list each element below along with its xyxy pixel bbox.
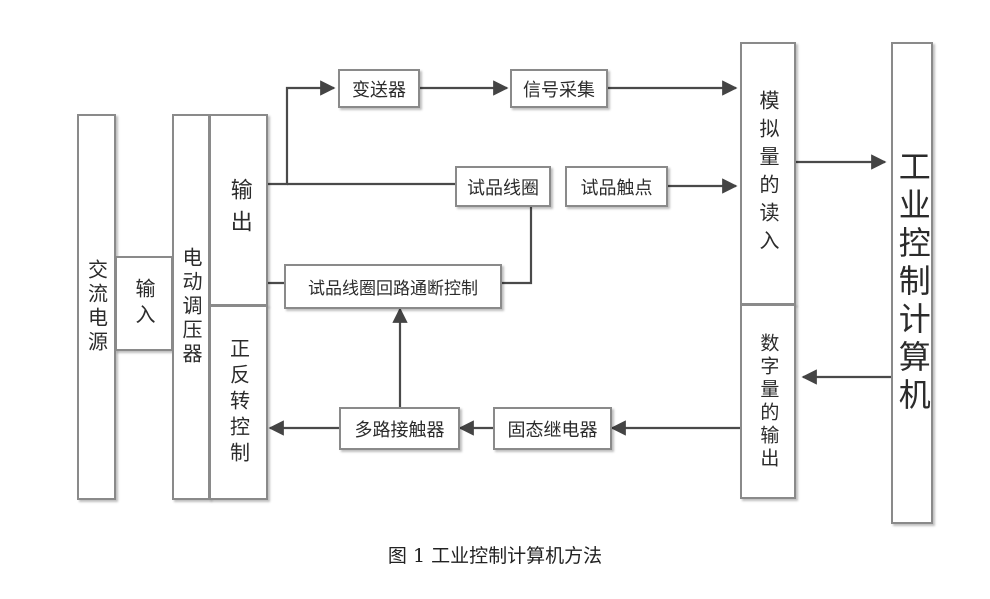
multi-contactor-label: 多路接触器 [354, 419, 445, 441]
transmitter-label: 变送器 [352, 79, 406, 101]
test-contact-block: 试品触点 [565, 166, 668, 207]
test-contact-label: 试品触点 [580, 177, 653, 199]
output-block: 输出 [209, 114, 268, 306]
fwd-rev-control-label: 正反转控制 [226, 337, 251, 468]
solid-state-relay-block: 固态继电器 [493, 407, 612, 450]
voltage-regulator-label: 电动调压器 [179, 247, 203, 367]
signal-acquisition-label: 信号采集 [523, 79, 595, 101]
voltage-regulator-block: 电动调压器 [172, 114, 210, 500]
signal-acquisition-block: 信号采集 [510, 69, 608, 108]
input-block: 输入 [115, 256, 173, 351]
coil-loop-control-block: 试品线圈回路通断控制 [284, 264, 502, 309]
analog-input-label: 模拟量的读入 [756, 89, 780, 258]
digital-output-block: 数字量的输出 [740, 304, 796, 499]
coil-loop-control-label: 试品线圈回路通断控制 [308, 279, 478, 299]
test-coil-block: 试品线圈 [455, 166, 551, 207]
figure-caption: 图 1 工业控制计算机方法 [387, 545, 603, 567]
industrial-computer-block: 工业控制计算机 [891, 42, 933, 524]
transmitter-block: 变送器 [338, 69, 420, 108]
analog-input-block: 模拟量的读入 [740, 42, 796, 305]
test-coil-label: 试品线圈 [467, 177, 539, 199]
output-label: 输出 [226, 178, 252, 242]
industrial-computer-label: 工业控制计算机 [893, 150, 932, 416]
fwd-rev-control-block: 正反转控制 [209, 305, 268, 500]
ac-power-block: 交流电源 [77, 114, 116, 500]
digital-output-label: 数字量的输出 [757, 332, 780, 471]
multi-contactor-block: 多路接触器 [339, 407, 460, 450]
input-label: 输入 [132, 277, 156, 330]
ac-power-label: 交流电源 [84, 259, 109, 355]
solid-state-relay-label: 固态继电器 [507, 419, 598, 441]
